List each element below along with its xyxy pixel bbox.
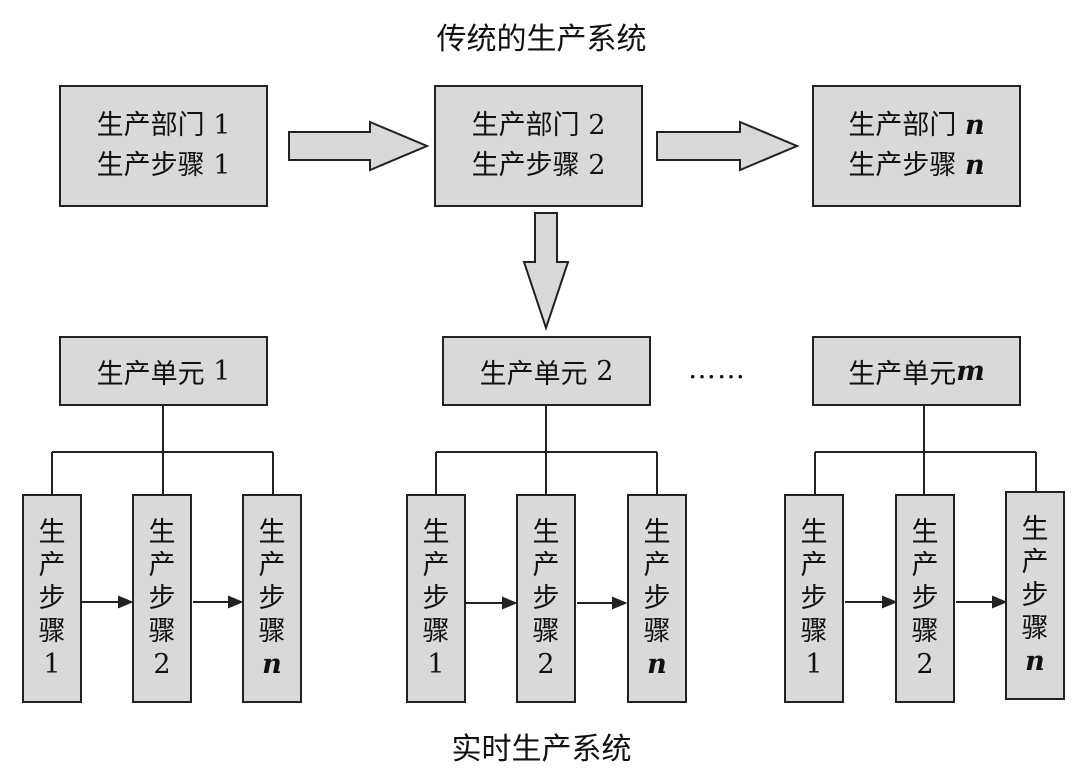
step-char: 生 bbox=[643, 517, 671, 548]
step-char: 步 bbox=[148, 583, 176, 614]
department-1-line1: 生产部门 1 bbox=[96, 110, 231, 141]
step-number: n bbox=[647, 649, 667, 680]
step-char: 生 bbox=[258, 517, 286, 548]
step-char: 步 bbox=[643, 583, 671, 614]
step-char: 生 bbox=[148, 517, 176, 548]
step-char: 生 bbox=[800, 517, 828, 548]
step-char: 骤 bbox=[148, 616, 176, 647]
step-char: 步 bbox=[422, 583, 450, 614]
step-char: 产 bbox=[643, 550, 671, 581]
step-char: 生 bbox=[38, 517, 66, 548]
step-number: 2 bbox=[537, 649, 555, 680]
step-char: 步 bbox=[258, 583, 286, 614]
production-unit-2: 生产单元 2 bbox=[442, 336, 651, 406]
arrow-dept1-to-dept2 bbox=[288, 120, 430, 172]
department-n-line2: 生产步骤 n bbox=[848, 150, 985, 181]
step-number: n bbox=[1025, 646, 1045, 677]
step-char: 产 bbox=[148, 550, 176, 581]
step-number: 1 bbox=[427, 649, 445, 680]
step-char: 产 bbox=[1021, 547, 1049, 578]
bottom-title: 实时生产系统 bbox=[451, 732, 632, 767]
step-char: 骤 bbox=[532, 616, 560, 647]
step-char: 骤 bbox=[1021, 613, 1049, 644]
department-2-line2: 生产步骤 2 bbox=[471, 150, 606, 181]
step-char: 产 bbox=[800, 550, 828, 581]
department-box-2: 生产部门 2 生产步骤 2 bbox=[434, 85, 643, 207]
step-char: 骤 bbox=[38, 616, 66, 647]
top-title: 传统的生产系统 bbox=[436, 22, 647, 57]
production-unit-1: 生产单元 1 bbox=[59, 336, 268, 406]
tree-lines-3 bbox=[814, 405, 1037, 495]
department-n-line1: 生产部门 n bbox=[848, 110, 985, 141]
arrow-down bbox=[522, 212, 570, 332]
step-arrows bbox=[82, 595, 1008, 610]
department-1-line2: 生产步骤 1 bbox=[96, 150, 231, 181]
tree-lines-2 bbox=[435, 405, 658, 495]
step-char: 骤 bbox=[422, 616, 450, 647]
step-char: 步 bbox=[38, 583, 66, 614]
step-number: 2 bbox=[153, 649, 171, 680]
step-char: 产 bbox=[532, 550, 560, 581]
step-char: 骤 bbox=[800, 616, 828, 647]
step-char: 步 bbox=[800, 583, 828, 614]
step-number: 1 bbox=[805, 649, 823, 680]
step-char: 产 bbox=[911, 550, 939, 581]
arrow-dept2-to-deptn bbox=[656, 120, 800, 172]
step-char: 产 bbox=[38, 550, 66, 581]
step-char: 骤 bbox=[911, 616, 939, 647]
step-number: 1 bbox=[43, 649, 61, 680]
step-char: 步 bbox=[911, 583, 939, 614]
step-char: 步 bbox=[1021, 580, 1049, 611]
step-char: 生 bbox=[422, 517, 450, 548]
step-char: 生 bbox=[532, 517, 560, 548]
step-char: 生 bbox=[911, 517, 939, 548]
department-2-line1: 生产部门 2 bbox=[471, 110, 606, 141]
step-char: 步 bbox=[532, 583, 560, 614]
step-char: 产 bbox=[258, 550, 286, 581]
ellipsis: …… bbox=[688, 352, 746, 385]
department-box-n: 生产部门 n 生产步骤 n bbox=[812, 85, 1021, 207]
step-char: 产 bbox=[422, 550, 450, 581]
step-number: 2 bbox=[916, 649, 934, 680]
step-number: n bbox=[262, 649, 282, 680]
step-char: 骤 bbox=[643, 616, 671, 647]
tree-lines-1 bbox=[51, 405, 274, 495]
department-box-1: 生产部门 1 生产步骤 1 bbox=[59, 85, 268, 207]
step-char: 生 bbox=[1021, 514, 1049, 545]
step-char: 骤 bbox=[258, 616, 286, 647]
